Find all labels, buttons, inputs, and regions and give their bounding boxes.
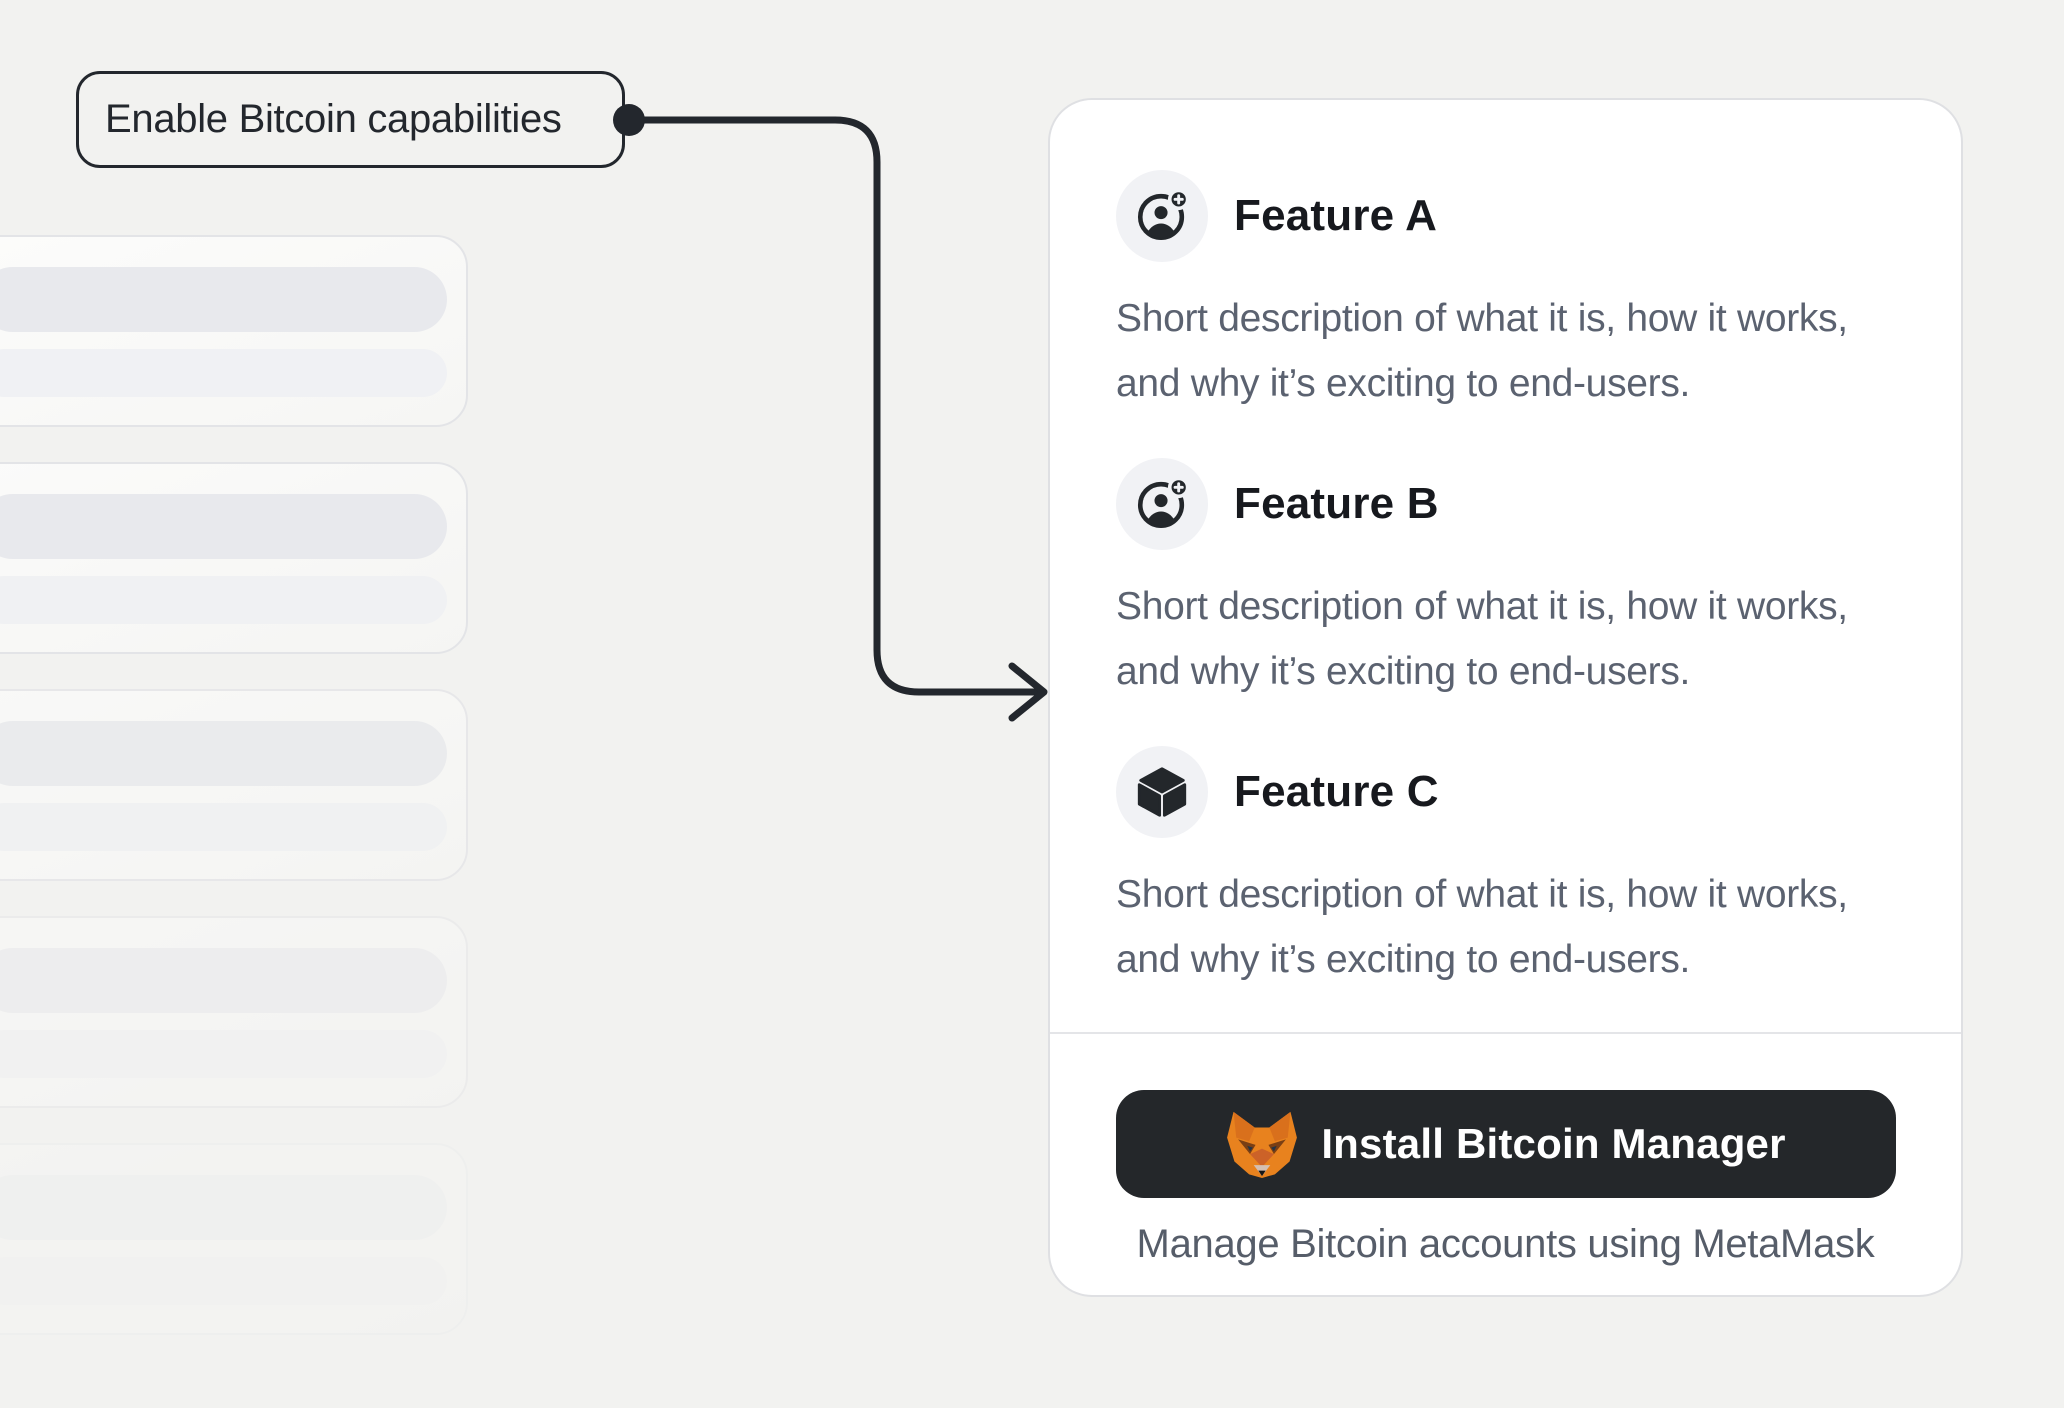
feature-title: Feature B (1234, 479, 1439, 528)
skeleton-card (0, 462, 468, 654)
feature-title: Feature C (1234, 767, 1439, 816)
skeleton-card (0, 1143, 468, 1335)
skeleton-card (0, 689, 468, 881)
skeleton-card (0, 235, 468, 427)
feature-card: Feature A Short description of what it i… (1048, 98, 1963, 1297)
skeleton-card (0, 916, 468, 1108)
skeleton-bar (0, 494, 447, 559)
footer-caption: Manage Bitcoin accounts using MetaMask (1136, 1222, 1875, 1266)
feature-list: Feature A Short description of what it i… (1050, 100, 1961, 1032)
feature-description: Short description of what it is, how it … (1116, 297, 1848, 405)
account-plus-icon (1116, 170, 1208, 262)
skeleton-bar (0, 1175, 447, 1240)
annotation-label: Enable Bitcoin capabilities (105, 97, 562, 141)
cube-icon (1116, 746, 1208, 838)
skeleton-bar (0, 948, 447, 1013)
feature-description: Short description of what it is, how it … (1116, 585, 1848, 693)
annotation-callout: Enable Bitcoin capabilities (76, 71, 625, 168)
skeleton-bar (0, 267, 447, 332)
feature-description: Short description of what it is, how it … (1116, 873, 1848, 981)
metamask-fox-icon (1227, 1111, 1298, 1178)
divider (1050, 1032, 1961, 1034)
feature-block-c: Feature C Short description of what it i… (1116, 746, 1895, 992)
skeleton-bar (0, 349, 447, 397)
install-bitcoin-manager-button[interactable]: Install Bitcoin Manager (1115, 1090, 1896, 1198)
skeleton-bar (0, 576, 447, 624)
panel-footer: Install Bitcoin Manager Manage Bitcoin a… (1050, 1034, 1961, 1295)
skeleton-bar (0, 1030, 447, 1078)
feature-title: Feature A (1234, 191, 1438, 240)
skeleton-bar (0, 1257, 447, 1305)
feature-block-b: Feature B Short description of what it i… (1116, 458, 1895, 704)
skeleton-bar (0, 803, 447, 851)
feature-block-a: Feature A Short description of what it i… (1116, 170, 1895, 416)
account-plus-icon (1116, 458, 1208, 550)
install-button-label: Install Bitcoin Manager (1321, 1120, 1786, 1167)
skeleton-bar (0, 721, 447, 786)
